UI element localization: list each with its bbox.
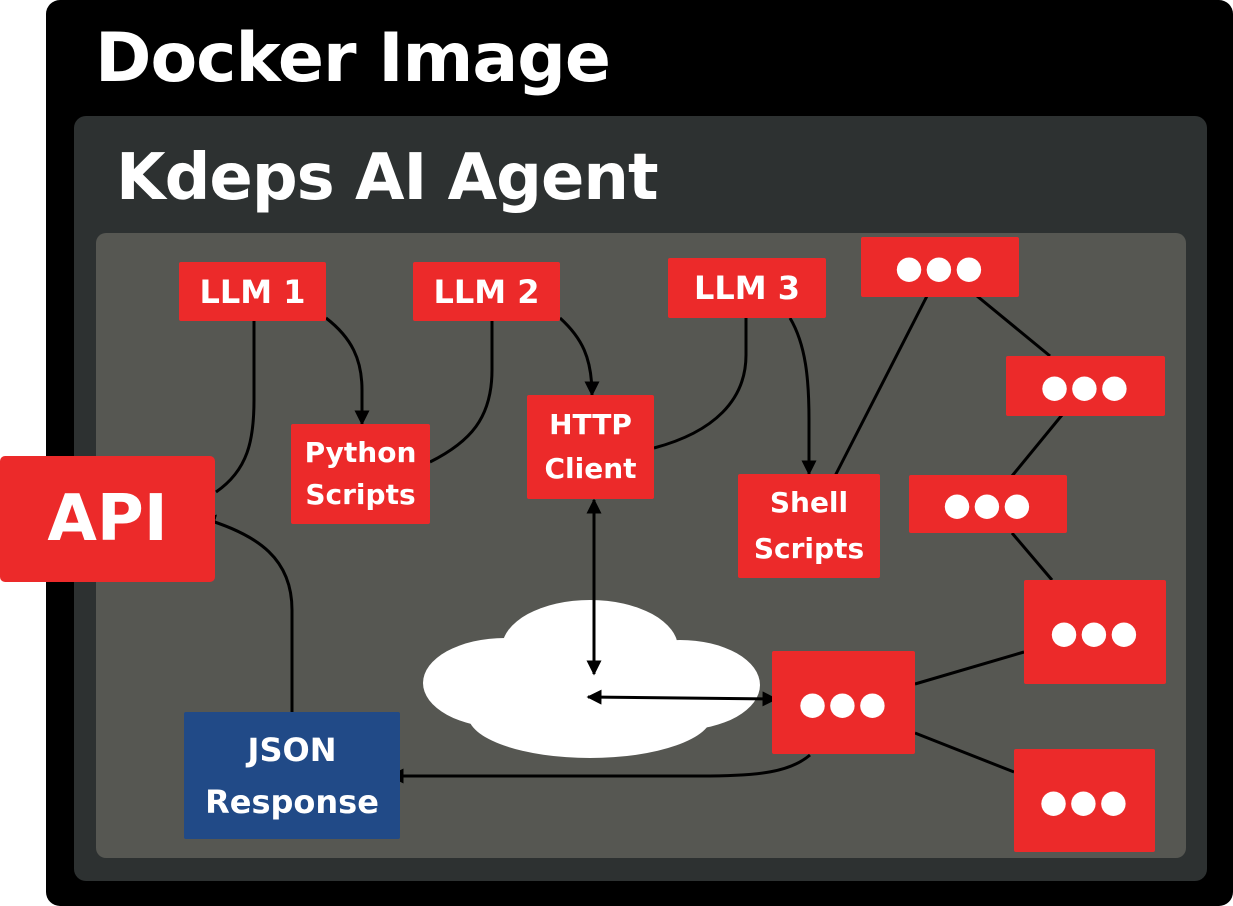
python-scripts-node: Python Scripts	[291, 424, 430, 524]
cloud-icon	[423, 600, 760, 758]
llm1-label: LLM 1	[199, 272, 306, 311]
edge-llm3-shell	[788, 317, 817, 476]
edge-dots1-dots2	[976, 294, 1051, 358]
ellipsis-icon: ●●●	[1050, 613, 1140, 651]
edge-json-api	[200, 514, 294, 712]
ellipsis-icon: ●●●	[1040, 367, 1131, 405]
edge-cloud-node	[586, 689, 778, 707]
edge-api-llm1	[215, 303, 262, 494]
http-label-line1: HTTP	[549, 408, 632, 441]
ellipsis-node-5: ●●●	[1014, 749, 1155, 852]
json-label-line1: JSON	[247, 730, 337, 769]
json-response-node: JSON Response	[184, 712, 400, 839]
llm3-label: LLM 3	[693, 269, 801, 307]
edge-llm1-python	[325, 316, 370, 426]
api-label: API	[47, 482, 168, 556]
edge-node-json	[388, 753, 811, 784]
docker-image-title: Docker Image	[95, 19, 611, 98]
api-node: API	[0, 456, 215, 582]
edge-dots3-dots4	[1010, 532, 1054, 581]
http-label-line2: Client	[544, 452, 637, 485]
json-label-line2: Response	[205, 782, 379, 821]
edge-http-llm3	[653, 301, 754, 450]
ellipsis-icon: ●●●	[1039, 781, 1130, 820]
ellipsis-icon: ●●●	[798, 683, 889, 722]
ellipsis-icon: ●●●	[943, 485, 1033, 523]
ellipsis-node-hub: ●●●	[772, 651, 915, 754]
edge-llm2-http	[558, 316, 600, 397]
ellipsis-node-1: ●●●	[861, 237, 1019, 297]
edge-python-llm2	[429, 303, 500, 464]
ellipsis-icon: ●●●	[895, 248, 985, 286]
http-client-node: HTTP Client	[527, 395, 654, 499]
llm1-node: LLM 1	[179, 262, 326, 321]
python-label-line1: Python	[304, 436, 417, 469]
edge-shell-dots1	[833, 295, 929, 477]
edge-dots4-node	[914, 650, 1025, 686]
python-label-line2: Scripts	[305, 478, 416, 511]
ellipsis-node-3: ●●●	[909, 475, 1067, 533]
ellipsis-node-2: ●●●	[1006, 356, 1165, 416]
edge-node-dots5	[914, 731, 1015, 774]
edge-dots2-dots3	[1010, 414, 1064, 477]
ellipsis-node-4: ●●●	[1024, 580, 1166, 684]
shell-scripts-node: Shell Scripts	[738, 474, 880, 578]
shell-label-line1: Shell	[769, 486, 849, 519]
llm2-node: LLM 2	[413, 262, 560, 321]
llm3-node: LLM 3	[668, 258, 826, 318]
llm2-label: LLM 2	[433, 272, 540, 311]
agent-title: Kdeps AI Agent	[116, 141, 659, 215]
shell-label-line2: Scripts	[753, 532, 865, 565]
